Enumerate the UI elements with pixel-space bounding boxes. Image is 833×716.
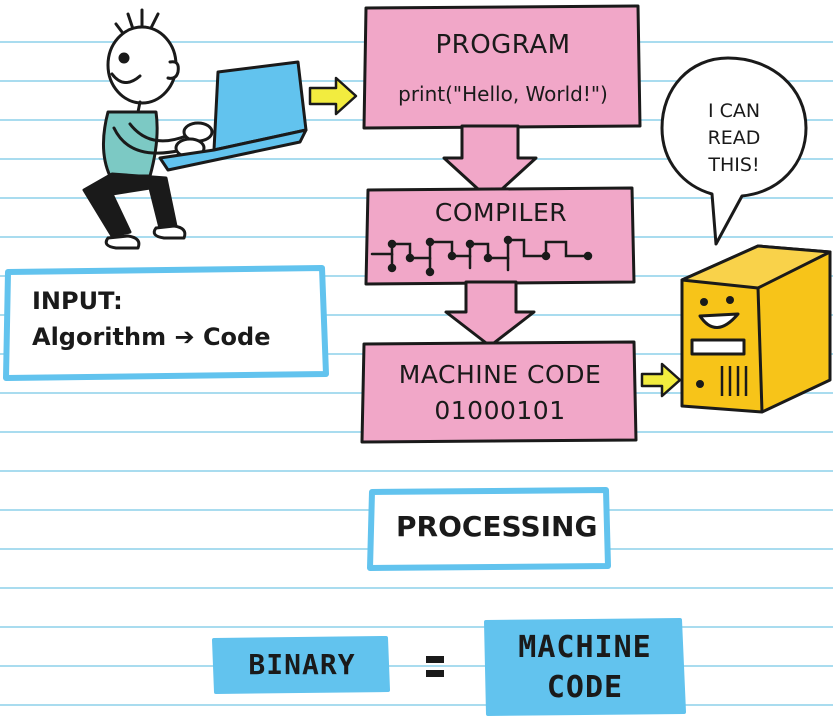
arrow-to-computer-icon <box>640 362 682 398</box>
speech-line-3: THIS! <box>708 154 760 176</box>
speech-line-1: I CAN <box>707 100 761 122</box>
circuit-icon <box>370 235 593 277</box>
machine-code-title: MACHINE CODE <box>398 360 602 389</box>
input-label: INPUT: <box>32 287 123 315</box>
speech-line-2: READ <box>707 127 761 149</box>
machine-code-label-line-2: CODE <box>546 670 624 705</box>
equals-sign <box>426 656 444 677</box>
computer-tower-icon <box>680 244 832 414</box>
right-arrow-icon: ➔ <box>174 323 195 351</box>
machine-code-box <box>360 340 638 444</box>
arrow-to-program-icon <box>308 76 358 116</box>
code-label: Code <box>202 323 271 351</box>
machine-code-value: 01000101 <box>434 396 566 425</box>
processing-label: PROCESSING <box>396 510 598 543</box>
processing-box <box>367 487 611 571</box>
compiler-title: COMPILER <box>434 198 568 227</box>
binary-block <box>212 636 390 694</box>
program-title: PROGRAM <box>435 30 571 60</box>
algorithm-label: Algorithm <box>32 323 167 351</box>
machine-code-block <box>484 618 686 716</box>
compiler-to-machine-code-arrow <box>444 280 536 348</box>
machine-code-label-line-1: MACHINE <box>518 630 652 665</box>
input-description: Algorithm ➔ Code <box>32 320 271 354</box>
compiler-box <box>364 186 636 286</box>
binary-label: BINARY <box>248 648 356 681</box>
person-at-laptop-illustration <box>82 8 214 250</box>
program-code: print("Hello, World!") <box>398 82 608 106</box>
program-box <box>362 4 642 130</box>
input-box <box>3 265 329 381</box>
speech-bubble <box>660 56 808 246</box>
program-to-compiler-arrow <box>442 124 538 202</box>
laptop-icon <box>158 60 308 172</box>
